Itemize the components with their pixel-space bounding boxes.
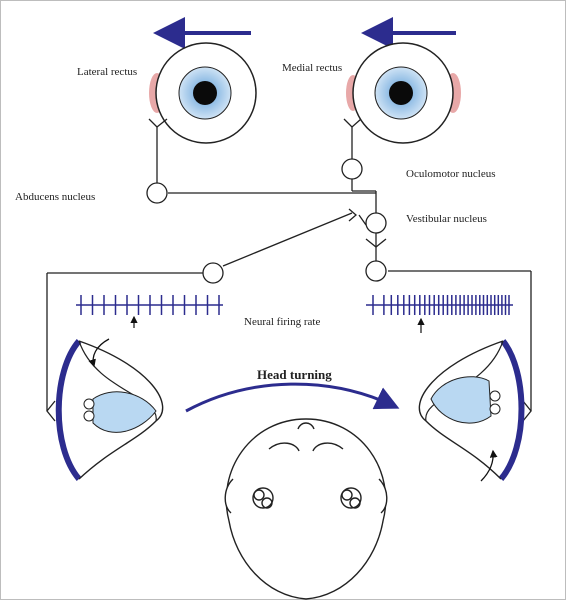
left-vestibular-neuron [202,262,224,284]
right-canal [418,339,525,482]
neural-pathways [46,118,532,422]
head-top-view [224,418,388,600]
abducens-nucleus-node [146,182,168,204]
label-neural-firing-rate: Neural firing rate [244,316,320,328]
label-medial-rectus: Medial rectus [282,62,342,74]
left-inner-ear-icon [252,487,274,509]
label-vestibular-nucleus: Vestibular nucleus [406,213,487,225]
right-inner-ear-icon [340,487,362,509]
right-eye [346,42,461,144]
oculomotor-nucleus-node [341,158,363,180]
nuclei [146,158,387,284]
vestibular-nucleus-node [365,212,387,234]
left-eye [149,42,257,144]
label-abducens-nucleus: Abducens nucleus [15,191,95,203]
head-turning-arrow [185,382,400,413]
left-pupil [193,81,217,105]
left-firing-trace [76,295,223,328]
label-oculomotor-nucleus: Oculomotor nucleus [406,168,496,180]
right-firing-trace [366,295,513,333]
label-lateral-rectus: Lateral rectus [77,66,137,78]
left-canal [55,338,164,481]
right-vestibular-neuron [365,260,387,282]
label-head-turning: Head turning [257,367,332,382]
right-pupil [389,81,413,105]
